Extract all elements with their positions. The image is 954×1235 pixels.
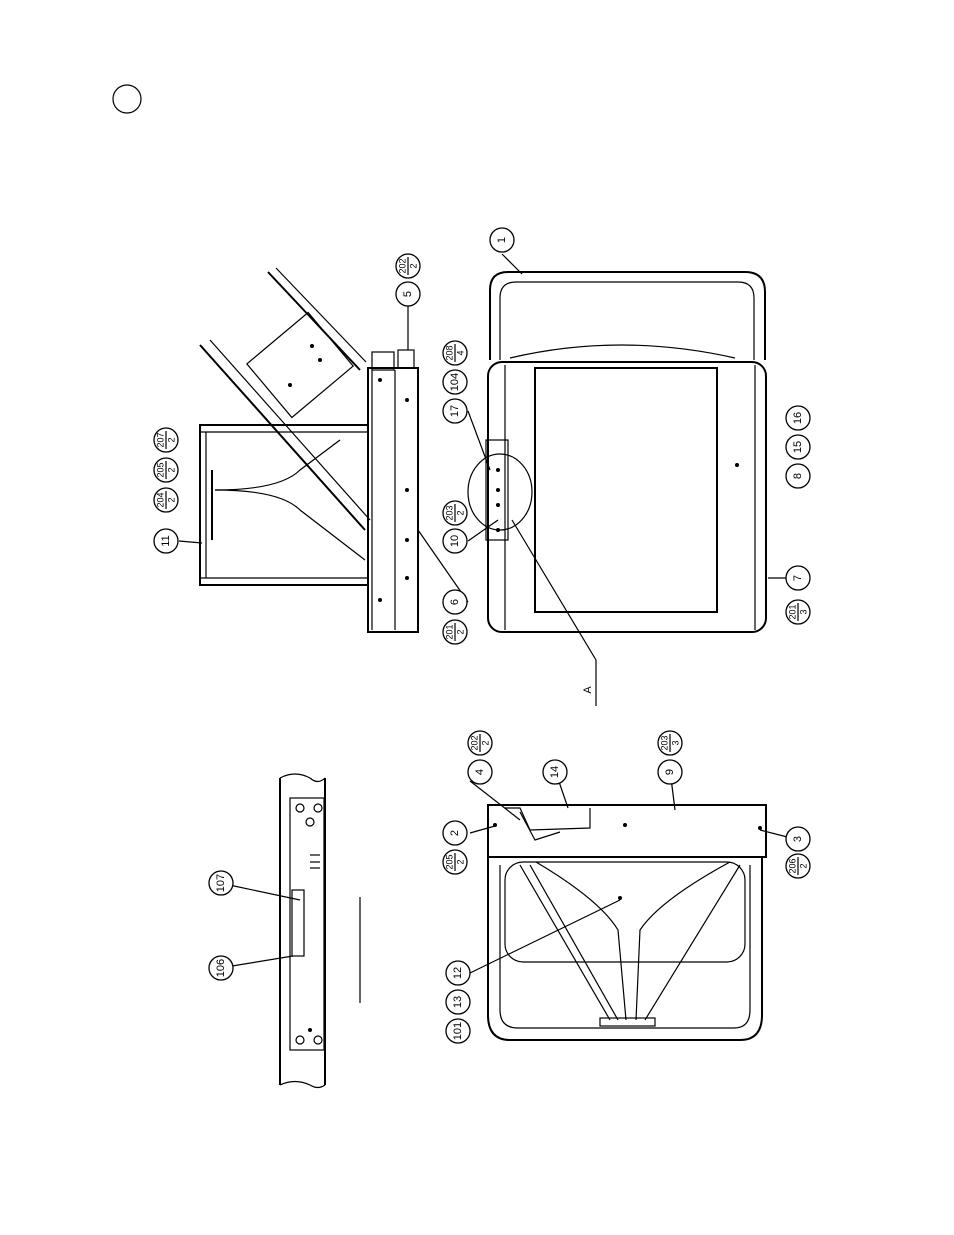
svg-text:205: 205 bbox=[155, 462, 165, 477]
svg-text:2: 2 bbox=[798, 863, 808, 868]
svg-text:202: 202 bbox=[469, 735, 479, 750]
svg-text:2: 2 bbox=[166, 467, 176, 472]
svg-text:208: 208 bbox=[444, 345, 454, 360]
fraction-203-2: 203 2 bbox=[443, 501, 467, 525]
svg-text:201: 201 bbox=[444, 624, 454, 639]
fraction-205-2-top: 205 2 bbox=[154, 458, 178, 482]
svg-text:201: 201 bbox=[787, 604, 797, 619]
svg-text:3: 3 bbox=[670, 740, 680, 745]
svg-text:2: 2 bbox=[166, 437, 176, 442]
svg-text:2: 2 bbox=[455, 510, 465, 515]
fraction-203-3: 203 3 bbox=[658, 731, 682, 755]
svg-text:2: 2 bbox=[408, 263, 418, 268]
svg-text:207: 207 bbox=[155, 432, 165, 447]
svg-text:3: 3 bbox=[798, 609, 808, 614]
fraction-201-2: 201 2 bbox=[443, 620, 467, 644]
fraction-208-4: 208 4 bbox=[443, 341, 467, 365]
fraction-205-2-bottom: 205 2 bbox=[443, 850, 467, 874]
fraction-202-2-top: 202 2 bbox=[396, 254, 420, 278]
svg-text:206: 206 bbox=[787, 858, 797, 873]
fraction-201-3: 201 3 bbox=[786, 600, 810, 624]
svg-text:205: 205 bbox=[444, 854, 454, 869]
fraction-204-2: 204 2 bbox=[154, 488, 178, 512]
svg-text:2: 2 bbox=[480, 740, 490, 745]
svg-text:202: 202 bbox=[397, 258, 407, 273]
svg-text:2: 2 bbox=[455, 629, 465, 634]
fraction-207-2: 207 2 bbox=[154, 428, 178, 452]
svg-text:2: 2 bbox=[166, 497, 176, 502]
fraction-202-2-bottom: 202 2 bbox=[468, 731, 492, 755]
svg-text:2: 2 bbox=[455, 859, 465, 864]
svg-text:203: 203 bbox=[444, 505, 454, 520]
fraction-206-2: 206 2 bbox=[786, 854, 810, 878]
svg-text:203: 203 bbox=[659, 735, 669, 750]
svg-text:204: 204 bbox=[155, 492, 165, 507]
svg-text:4: 4 bbox=[455, 350, 465, 355]
